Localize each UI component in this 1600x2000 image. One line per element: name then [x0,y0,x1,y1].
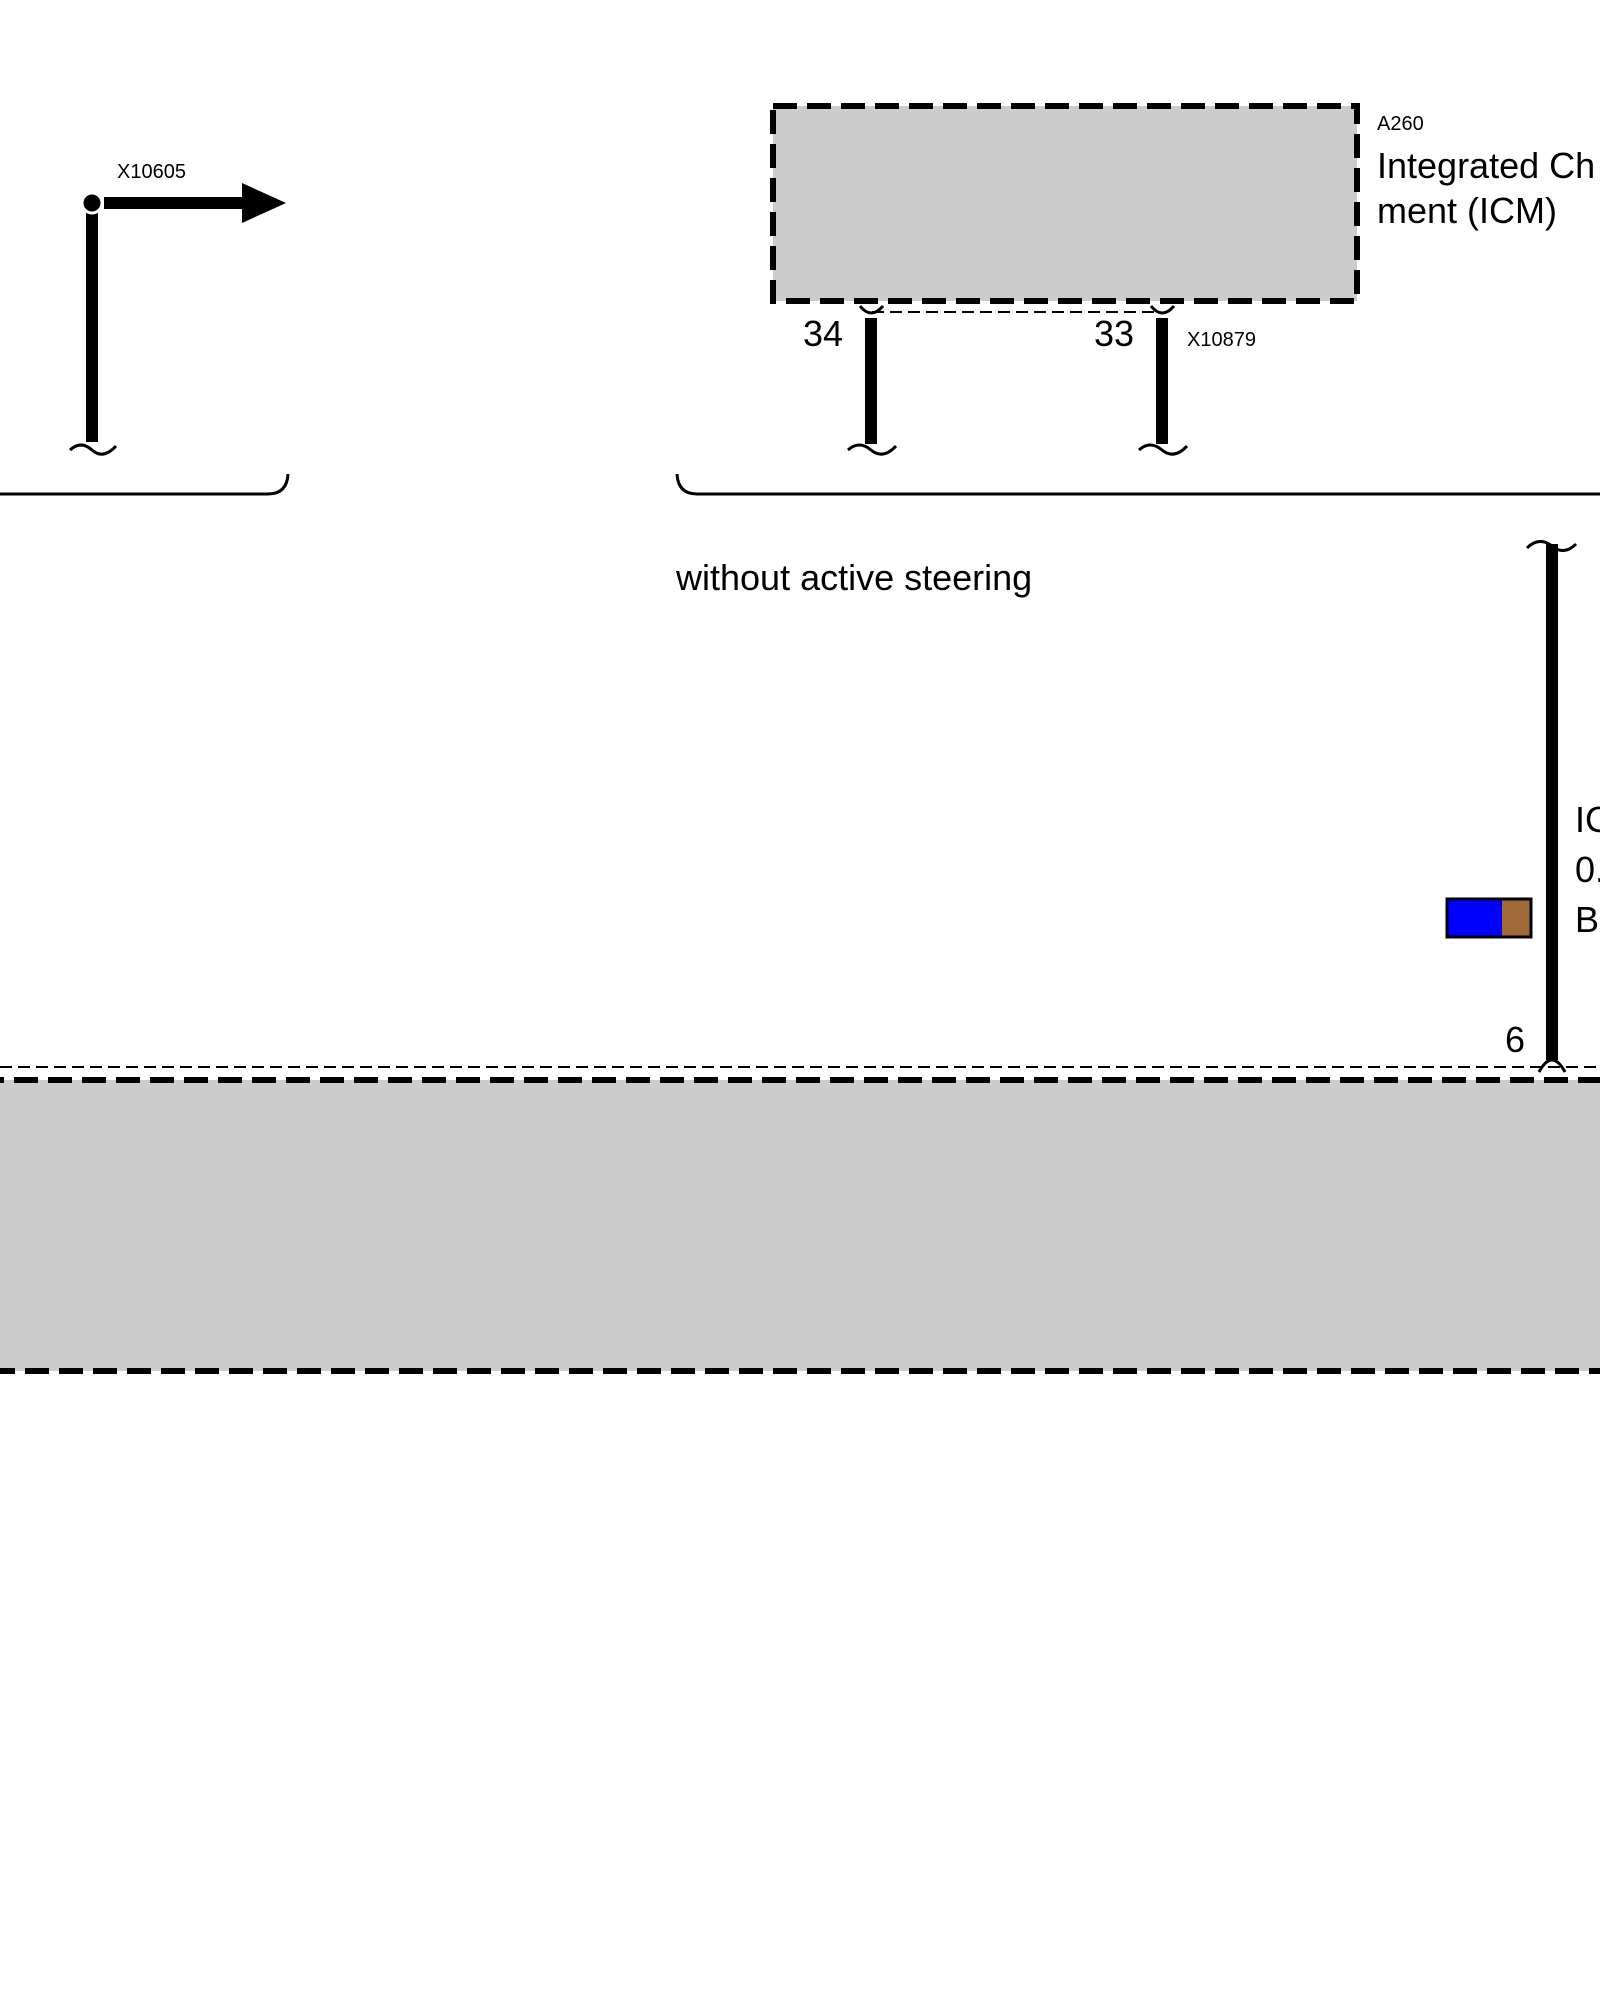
wire-right: IC 0. B 6 [1445,540,1600,1073]
icm-module-code: A260 [1377,113,1424,135]
pin-6-label: 6 [1505,1019,1525,1060]
connector-x10605-label: X10605 [117,161,186,183]
wire-break-icon [1137,443,1189,456]
pin-34-label: 34 [803,313,843,354]
variant-note: without active steering [675,557,1032,598]
pin-34-terminal [858,304,885,315]
pin-6-terminal [1537,1058,1567,1073]
bottom-module-box [0,1077,1600,1374]
group-bracket-right [675,473,1600,496]
wire-right-label-line3: B [1575,899,1599,940]
icm-module: A260 Integrated Ch ment (ICM) 34 33 X108… [770,103,1595,456]
wire-right-label-line2: 0. [1575,849,1600,890]
pin-33-terminal [1149,304,1176,315]
arrow-right-icon [242,183,286,223]
connector-x10605: X10605 [68,161,286,456]
icm-module-name-line1: Integrated Ch [1377,145,1595,186]
wire-color-stripe [1502,899,1531,937]
group-bracket-left [0,473,290,496]
wire-right-label-line1: IC [1575,799,1600,840]
connector-x10879-label: X10879 [1187,329,1256,351]
wire-color-swatch-border [1445,897,1533,939]
wire-break-icon [846,443,898,456]
junction-dot [80,191,104,215]
pin-33-label: 33 [1094,313,1134,354]
wire-break-icon [68,443,118,456]
icm-module-box [770,103,1360,304]
wire-color-swatch [1445,897,1533,939]
bottom-module [0,1066,1600,1374]
wire-color-primary [1447,899,1502,937]
icm-module-name-line2: ment (ICM) [1377,190,1557,231]
